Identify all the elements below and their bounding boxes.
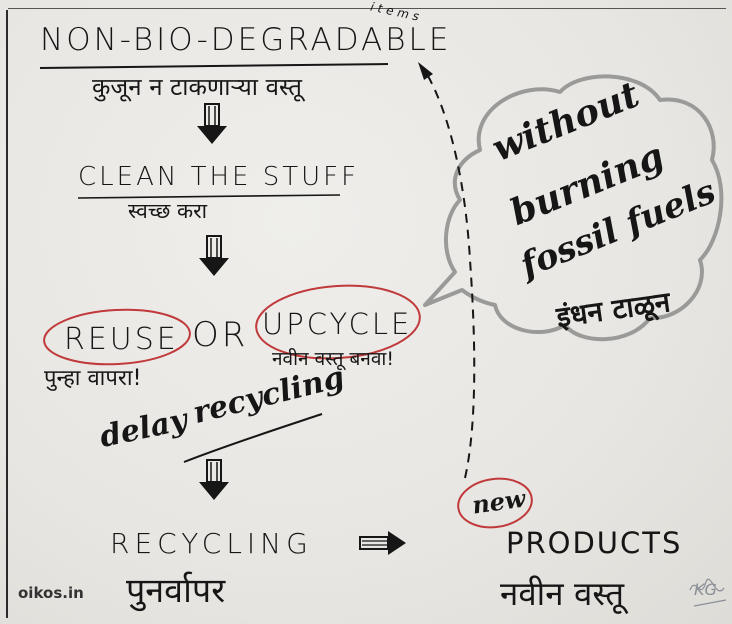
title-underline <box>39 63 389 69</box>
thought-cloud <box>423 74 724 342</box>
down-arrow-icon <box>197 103 227 144</box>
brand-label: oikos.in <box>18 584 84 602</box>
new-circle <box>457 477 533 529</box>
recycling-title: RECYCLING <box>110 527 313 560</box>
clean-the-stuff-title: CLEAN THE STUFF <box>78 162 360 192</box>
signature-initials: KG <box>694 580 717 599</box>
right-arrow-icon <box>359 531 406 555</box>
dashed-return-arrow <box>427 75 476 479</box>
non-bio-degradable-title: NON-BIO-DEGRADABLE <box>40 22 452 58</box>
signature-mark <box>689 578 727 607</box>
reuse-marathi: पुन्हा वापरा! <box>44 366 142 391</box>
frame-left <box>6 10 8 618</box>
or-label: OR <box>192 315 249 355</box>
upcycle-marathi: नवीन वस्तू बनवा! <box>272 348 394 370</box>
frame-top <box>8 8 726 9</box>
dashed-arrow-head-icon <box>418 62 433 80</box>
down-arrow-icon <box>199 459 229 500</box>
products-title: PRODUCTS <box>506 526 683 560</box>
upcycle-circle <box>255 284 421 360</box>
upcycle-label: UPCYCLE <box>262 307 413 341</box>
non-bio-degradable-marathi: कुजून न टाकणाऱ्या वस्तू <box>92 73 302 101</box>
recycling-underline <box>183 413 323 463</box>
products-marathi: नवीन वस्तू <box>500 574 625 613</box>
clean-underline <box>77 194 341 199</box>
down-arrow-icon <box>199 235 229 276</box>
reuse-label: REUSE <box>64 322 179 357</box>
clean-marathi: स्वच्छ करा <box>128 199 208 223</box>
reuse-circle <box>43 308 191 366</box>
recycling-marathi: पुनर्वापर <box>126 571 226 611</box>
